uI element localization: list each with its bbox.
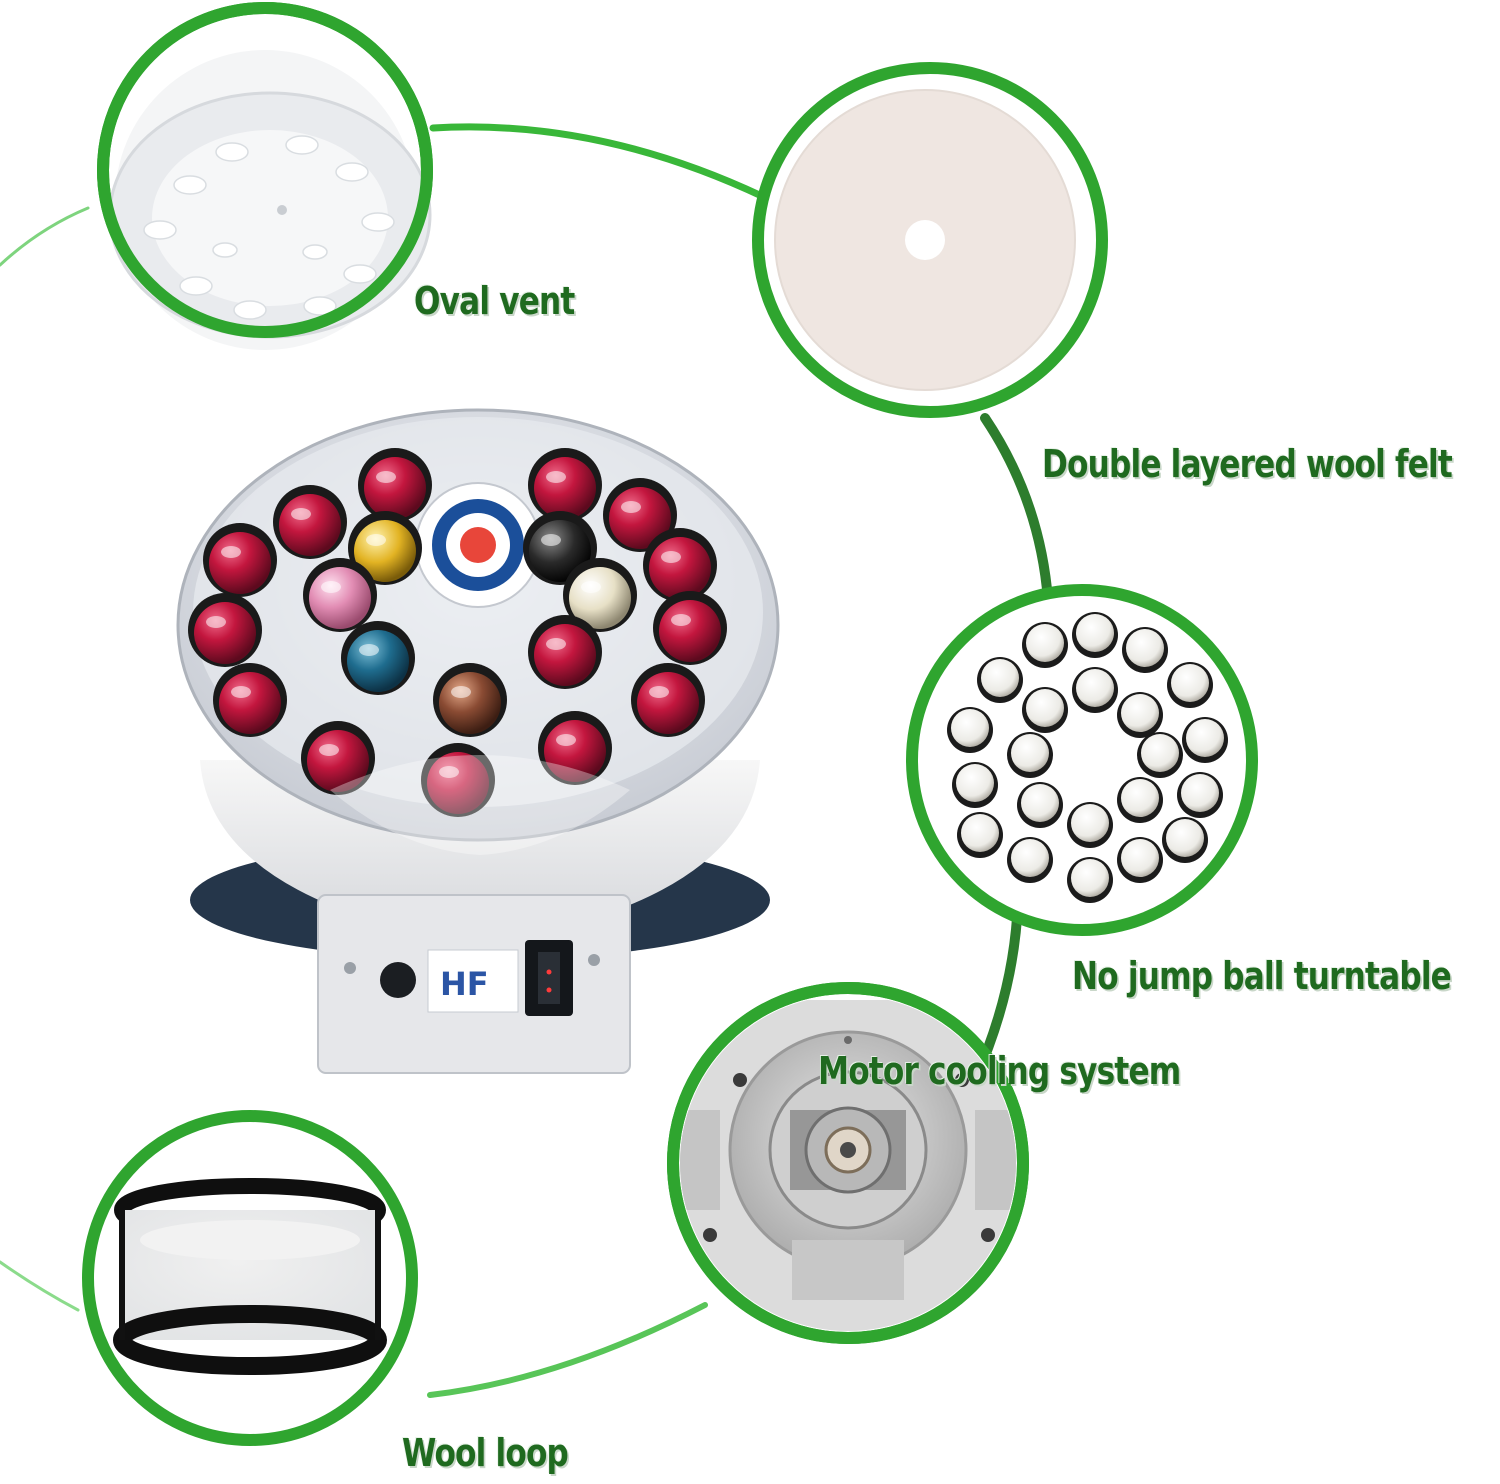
wool-loop-inset <box>82 1110 418 1446</box>
cue-tip <box>1117 777 1163 823</box>
label-wool-loop: Wool loop <box>402 1431 569 1475</box>
turntable-inset <box>906 584 1258 936</box>
cue-tip <box>977 657 1023 703</box>
pool-ball <box>631 663 705 737</box>
pool-ball <box>303 558 377 632</box>
pool-ball <box>213 663 287 737</box>
cue-tip <box>947 707 993 753</box>
oval-vent-inset <box>97 2 433 350</box>
pool-ball <box>528 448 602 522</box>
label-turntable: No jump ball turntable <box>1072 954 1452 998</box>
cue-tip <box>1182 717 1228 763</box>
ball-cleaner-machine: HF <box>176 408 780 1074</box>
label-oval-vent: Oval vent <box>414 279 575 323</box>
cue-tip <box>1017 782 1063 828</box>
cue-tip <box>1072 667 1118 713</box>
cue-tip <box>1167 662 1213 708</box>
brand-logo-mark: HF <box>440 965 489 1003</box>
label-motor-cooling: Motor cooling system <box>818 1049 1181 1093</box>
pool-ball <box>203 523 277 597</box>
cue-tip <box>1117 837 1163 883</box>
cue-tip-grid <box>947 612 1228 903</box>
vent-holes <box>143 135 395 320</box>
pool-ball <box>421 743 495 817</box>
pool-ball <box>603 478 677 552</box>
cue-tip <box>1072 612 1118 658</box>
cue-tip <box>1022 622 1068 668</box>
cue-tip <box>957 812 1003 858</box>
label-wool-felt: Double layered wool felt <box>1042 442 1453 486</box>
cue-tip <box>952 762 998 808</box>
pool-ball <box>301 721 375 795</box>
cue-tip <box>1022 687 1068 733</box>
cue-tip <box>1162 817 1208 863</box>
cue-tip <box>1177 772 1223 818</box>
pool-ball <box>433 663 507 737</box>
cue-tip <box>1122 627 1168 673</box>
pool-ball <box>538 711 612 785</box>
cue-tip <box>1067 802 1113 848</box>
wool-felt-inset <box>752 62 1108 418</box>
pool-ball <box>528 615 602 689</box>
cue-tip <box>1117 692 1163 738</box>
pool-ball <box>273 485 347 559</box>
cue-tip <box>1007 837 1053 883</box>
pool-ball <box>563 558 637 632</box>
motor-inset <box>667 982 1029 1344</box>
cue-tip <box>1067 857 1113 903</box>
pool-ball <box>653 591 727 665</box>
pool-ball <box>643 528 717 602</box>
pool-ball <box>348 511 422 585</box>
pool-ball <box>341 621 415 695</box>
cue-tip <box>1007 732 1053 778</box>
pool-ball <box>188 593 262 667</box>
pool-ball <box>358 448 432 522</box>
cue-tip <box>1137 732 1183 778</box>
ball-pockets <box>188 448 727 817</box>
